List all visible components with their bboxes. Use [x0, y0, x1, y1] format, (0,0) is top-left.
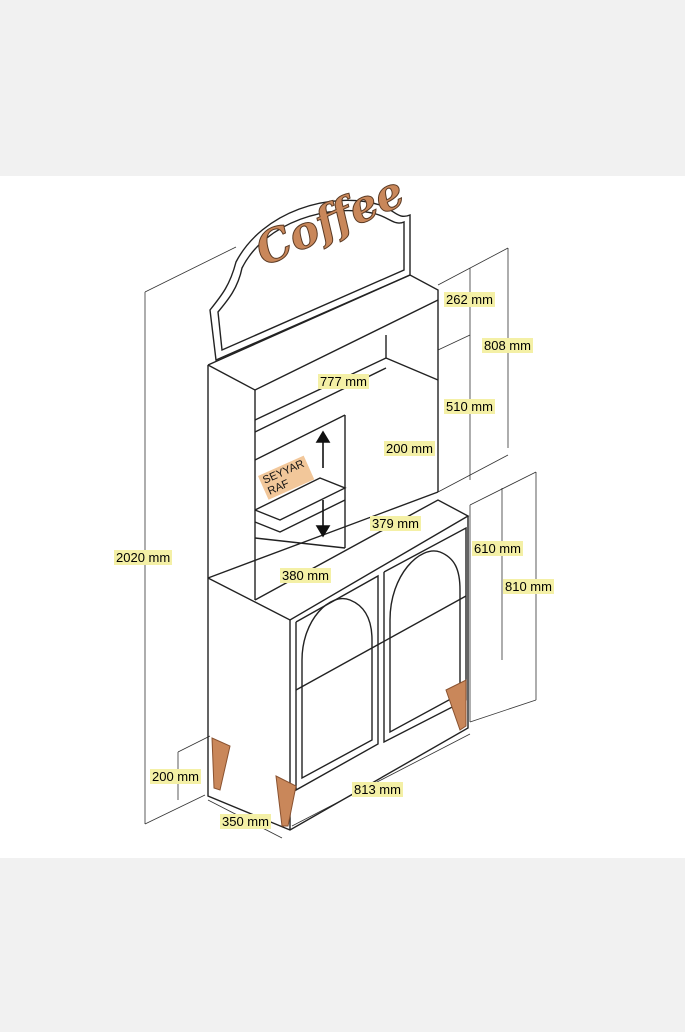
cabinet-outline [207, 274, 470, 831]
slide-arrows [315, 430, 331, 538]
dim-leg-height: 200 mm [150, 769, 201, 784]
legs [211, 679, 467, 827]
dim-shelf-depth: 379 mm [370, 516, 421, 531]
dim-total-width: 813 mm [352, 782, 403, 797]
dim-upper-height: 808 mm [482, 338, 533, 353]
dim-base-height: 810 mm [503, 579, 554, 594]
dim-depth: 350 mm [220, 814, 271, 829]
dim-door-height: 610 mm [472, 541, 523, 556]
dim-width-top: 777 mm [318, 374, 369, 389]
dim-total-height: 2020 mm [114, 550, 173, 565]
dim-inner-width: 200 mm [384, 441, 435, 456]
dim-depth-380: 380 mm [280, 568, 331, 583]
diagram-card [0, 176, 685, 858]
dim-mid-height: 510 mm [444, 399, 495, 414]
coffee-sign [209, 199, 411, 362]
dim-top-height: 262 mm [444, 292, 495, 307]
